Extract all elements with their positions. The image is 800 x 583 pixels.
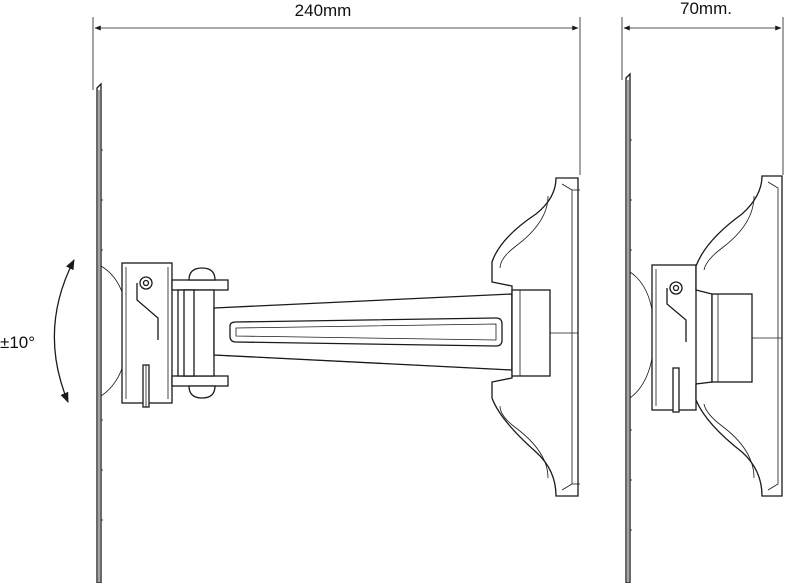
tv-bracket [121,262,173,408]
tv-bracket-retracted [651,264,697,413]
wall-plate [491,177,580,497]
dimension-240mm: 240mm [92,1,581,175]
dimension-label-70mm: 70mm. [680,0,732,18]
dimension-label-240mm: 240mm [295,1,352,20]
tv-mounting-plate [96,82,129,583]
tv-hinge [171,267,229,399]
tilt-indicator: ±10° [0,259,75,403]
wall-plate-retracted [695,175,783,497]
retracted-arm-view [625,72,783,583]
dimension-70mm: 70mm. [621,0,784,175]
swing-arm [213,293,513,371]
tv-mounting-plate-retracted [625,72,655,583]
tilt-range-label: ±10° [0,333,35,352]
extended-arm-view [96,82,580,583]
